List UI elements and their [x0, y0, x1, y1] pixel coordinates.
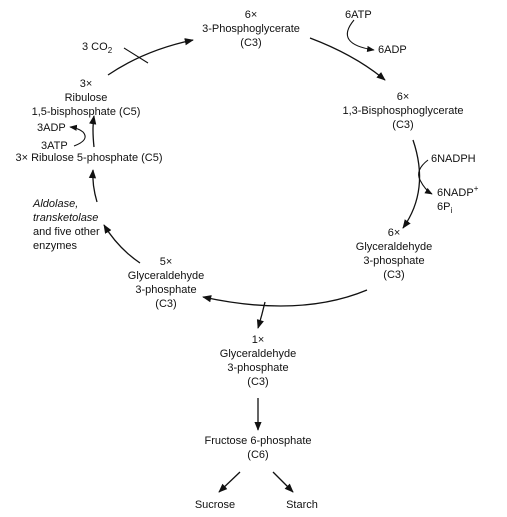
- enzymes-line1: Aldolase,: [32, 198, 78, 210]
- nadph-label: 6NADPH: [431, 153, 476, 165]
- gap5-name-line1: Glyceraldehyde: [128, 270, 204, 282]
- pga-name: 3-Phosphoglycerate: [202, 23, 300, 35]
- gap1-count: 1×: [252, 334, 265, 346]
- arrow-bpg-to-gap6: [402, 139, 421, 229]
- nadp-label: 6NADP+: [437, 184, 479, 199]
- gap1-name-line2: 3-phosphate: [227, 362, 288, 374]
- bpg-name: 1,3-Bisphosphoglycerate: [342, 105, 463, 117]
- pga-count: 6×: [245, 9, 258, 21]
- f6p-name: Fructose 6-phosphate: [204, 435, 311, 447]
- adp6-label: 6ADP: [378, 44, 407, 56]
- gap5-count: 5×: [160, 256, 173, 268]
- bpg-carbons: (C3): [392, 119, 413, 131]
- enzymes-line3: and five other: [33, 226, 100, 238]
- arrow-ru5p-to-rubp: [89, 115, 97, 148]
- arrow-f6p-to-starch: [272, 471, 294, 493]
- arrow-f6p-to-sucrose: [218, 471, 241, 493]
- gap1-name-line1: Glyceraldehyde: [220, 348, 296, 360]
- bpg-count: 6×: [397, 91, 410, 103]
- gap6-name-line1: Glyceraldehyde: [356, 241, 432, 253]
- co2-label: 3 CO2: [82, 41, 113, 55]
- gap5-name-line2: 3-phosphate: [135, 284, 196, 296]
- ru5p-label: 3× Ribulose 5-phosphate (C5): [15, 152, 162, 164]
- gap6-name-line2: 3-phosphate: [363, 255, 424, 267]
- atp6-label: 6ATP: [345, 9, 372, 21]
- rubp-name-line2: 1,5-bisphosphate (C5): [32, 106, 141, 118]
- pga-carbons: (C3): [240, 37, 261, 49]
- co2-input-curve: [123, 47, 149, 64]
- arrow-gap5-to-enzymes: [103, 224, 141, 264]
- rubp-name-line1: Ribulose: [65, 92, 108, 104]
- gap5-carbons: (C3): [155, 298, 176, 310]
- gap1-carbons: (C3): [247, 376, 268, 388]
- atp3-label: 3ATP: [41, 140, 68, 152]
- arrow-rubp-to-pga: [107, 38, 194, 76]
- adp3-label: 3ADP: [37, 122, 66, 134]
- starch-label: Starch: [286, 499, 318, 511]
- arrow-nadph-in: [418, 159, 433, 195]
- arrow-gap6-to-gap5: [202, 289, 368, 307]
- sucrose-label: Sucrose: [195, 499, 235, 511]
- rubp-count: 3×: [80, 78, 93, 90]
- f6p-carbons: (C6): [247, 449, 268, 461]
- arrow-enzymes-to-ru5p: [88, 169, 98, 203]
- pi-label: 6Pi: [437, 201, 452, 215]
- gap6-count: 6×: [388, 227, 401, 239]
- arrow-gap6-to-gap1: [256, 301, 266, 329]
- arrow-atp3-in: [69, 124, 86, 147]
- arrow-pga-to-bpg: [309, 37, 386, 81]
- enzymes-line4: enzymes: [33, 240, 78, 252]
- arrow-atp6-in: [346, 19, 375, 53]
- gap6-carbons: (C3): [383, 269, 404, 281]
- enzymes-line2: transketolase: [33, 212, 98, 224]
